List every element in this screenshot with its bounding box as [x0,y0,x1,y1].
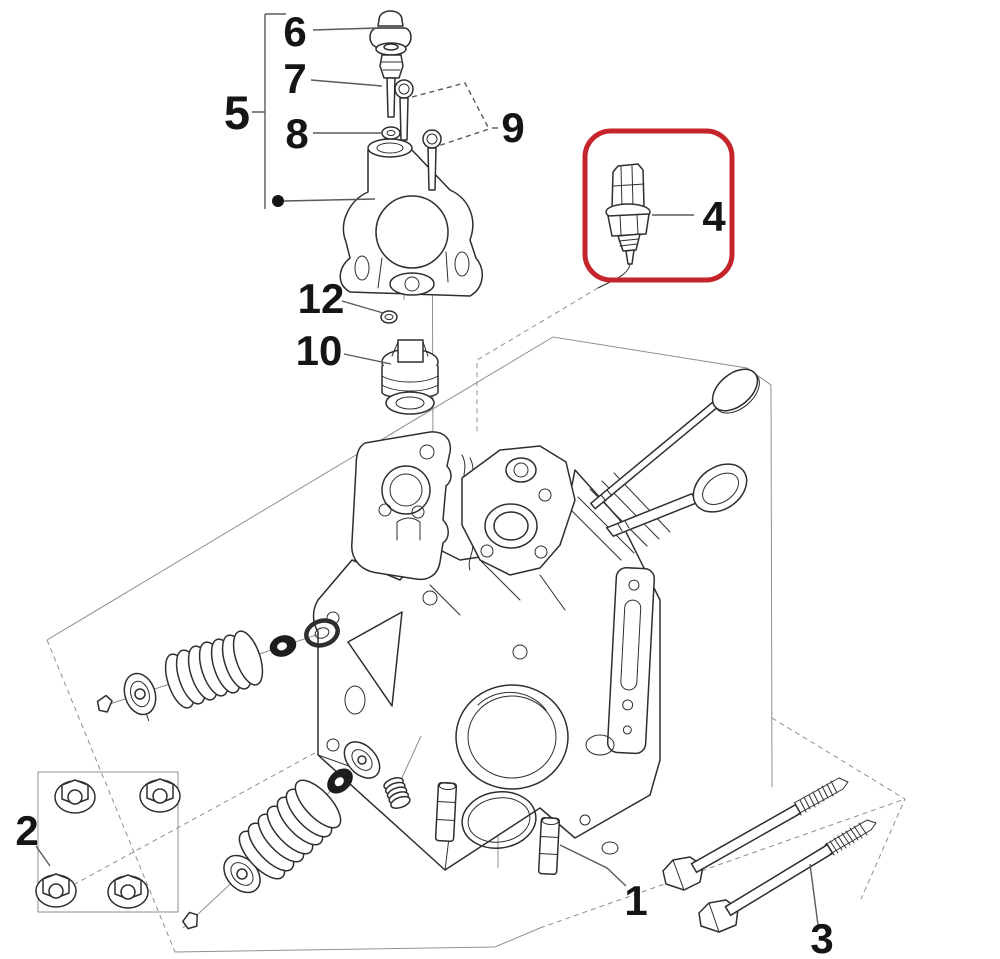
flange-nut [139,778,181,813]
intake-valve [605,463,748,537]
bracket-dot [272,195,284,207]
callout-3: 3 [810,915,833,959]
leader-lines [35,13,819,926]
highlight-box [582,128,735,283]
flange-nuts-box [35,771,181,913]
washer-part [381,126,401,140]
callout-2: 2 [15,807,38,854]
callout-9: 9 [501,104,524,151]
thermostat-part [381,339,439,415]
small-oring-part [380,310,398,324]
valve-spring-group-bottom [182,735,422,930]
dowel-pin-left [434,781,458,843]
exhaust-valve [590,368,760,510]
callout-10: 10 [296,327,343,374]
cylinder-head [312,431,671,871]
screws-part [394,79,442,191]
callout-6: 6 [283,8,306,55]
valve-spring-bottom [238,779,342,880]
flange-nut [107,874,149,909]
callout-12: 12 [298,275,345,322]
valve-spring-group-left [96,618,340,722]
dowel-pin-right [537,816,561,876]
flange-nut [35,873,77,908]
callout-7: 7 [283,55,306,102]
head-oring [461,791,537,849]
callout-5: 5 [224,86,250,139]
flange-nut [54,779,96,814]
head-bolt-lower [698,819,877,933]
temperature-sensor-part [476,163,651,432]
valve-spring-left [164,630,264,709]
callout-4: 4 [702,193,726,240]
callout-8: 8 [285,110,308,157]
callout-labels: 1 2 3 4 5 6 7 8 9 10 12 [15,8,833,959]
callout-1: 1 [624,877,647,924]
bleed-screw-part [379,43,404,118]
thermostat-housing [339,138,483,297]
small-spring-part [383,777,411,809]
head-bolt-upper [662,777,849,891]
